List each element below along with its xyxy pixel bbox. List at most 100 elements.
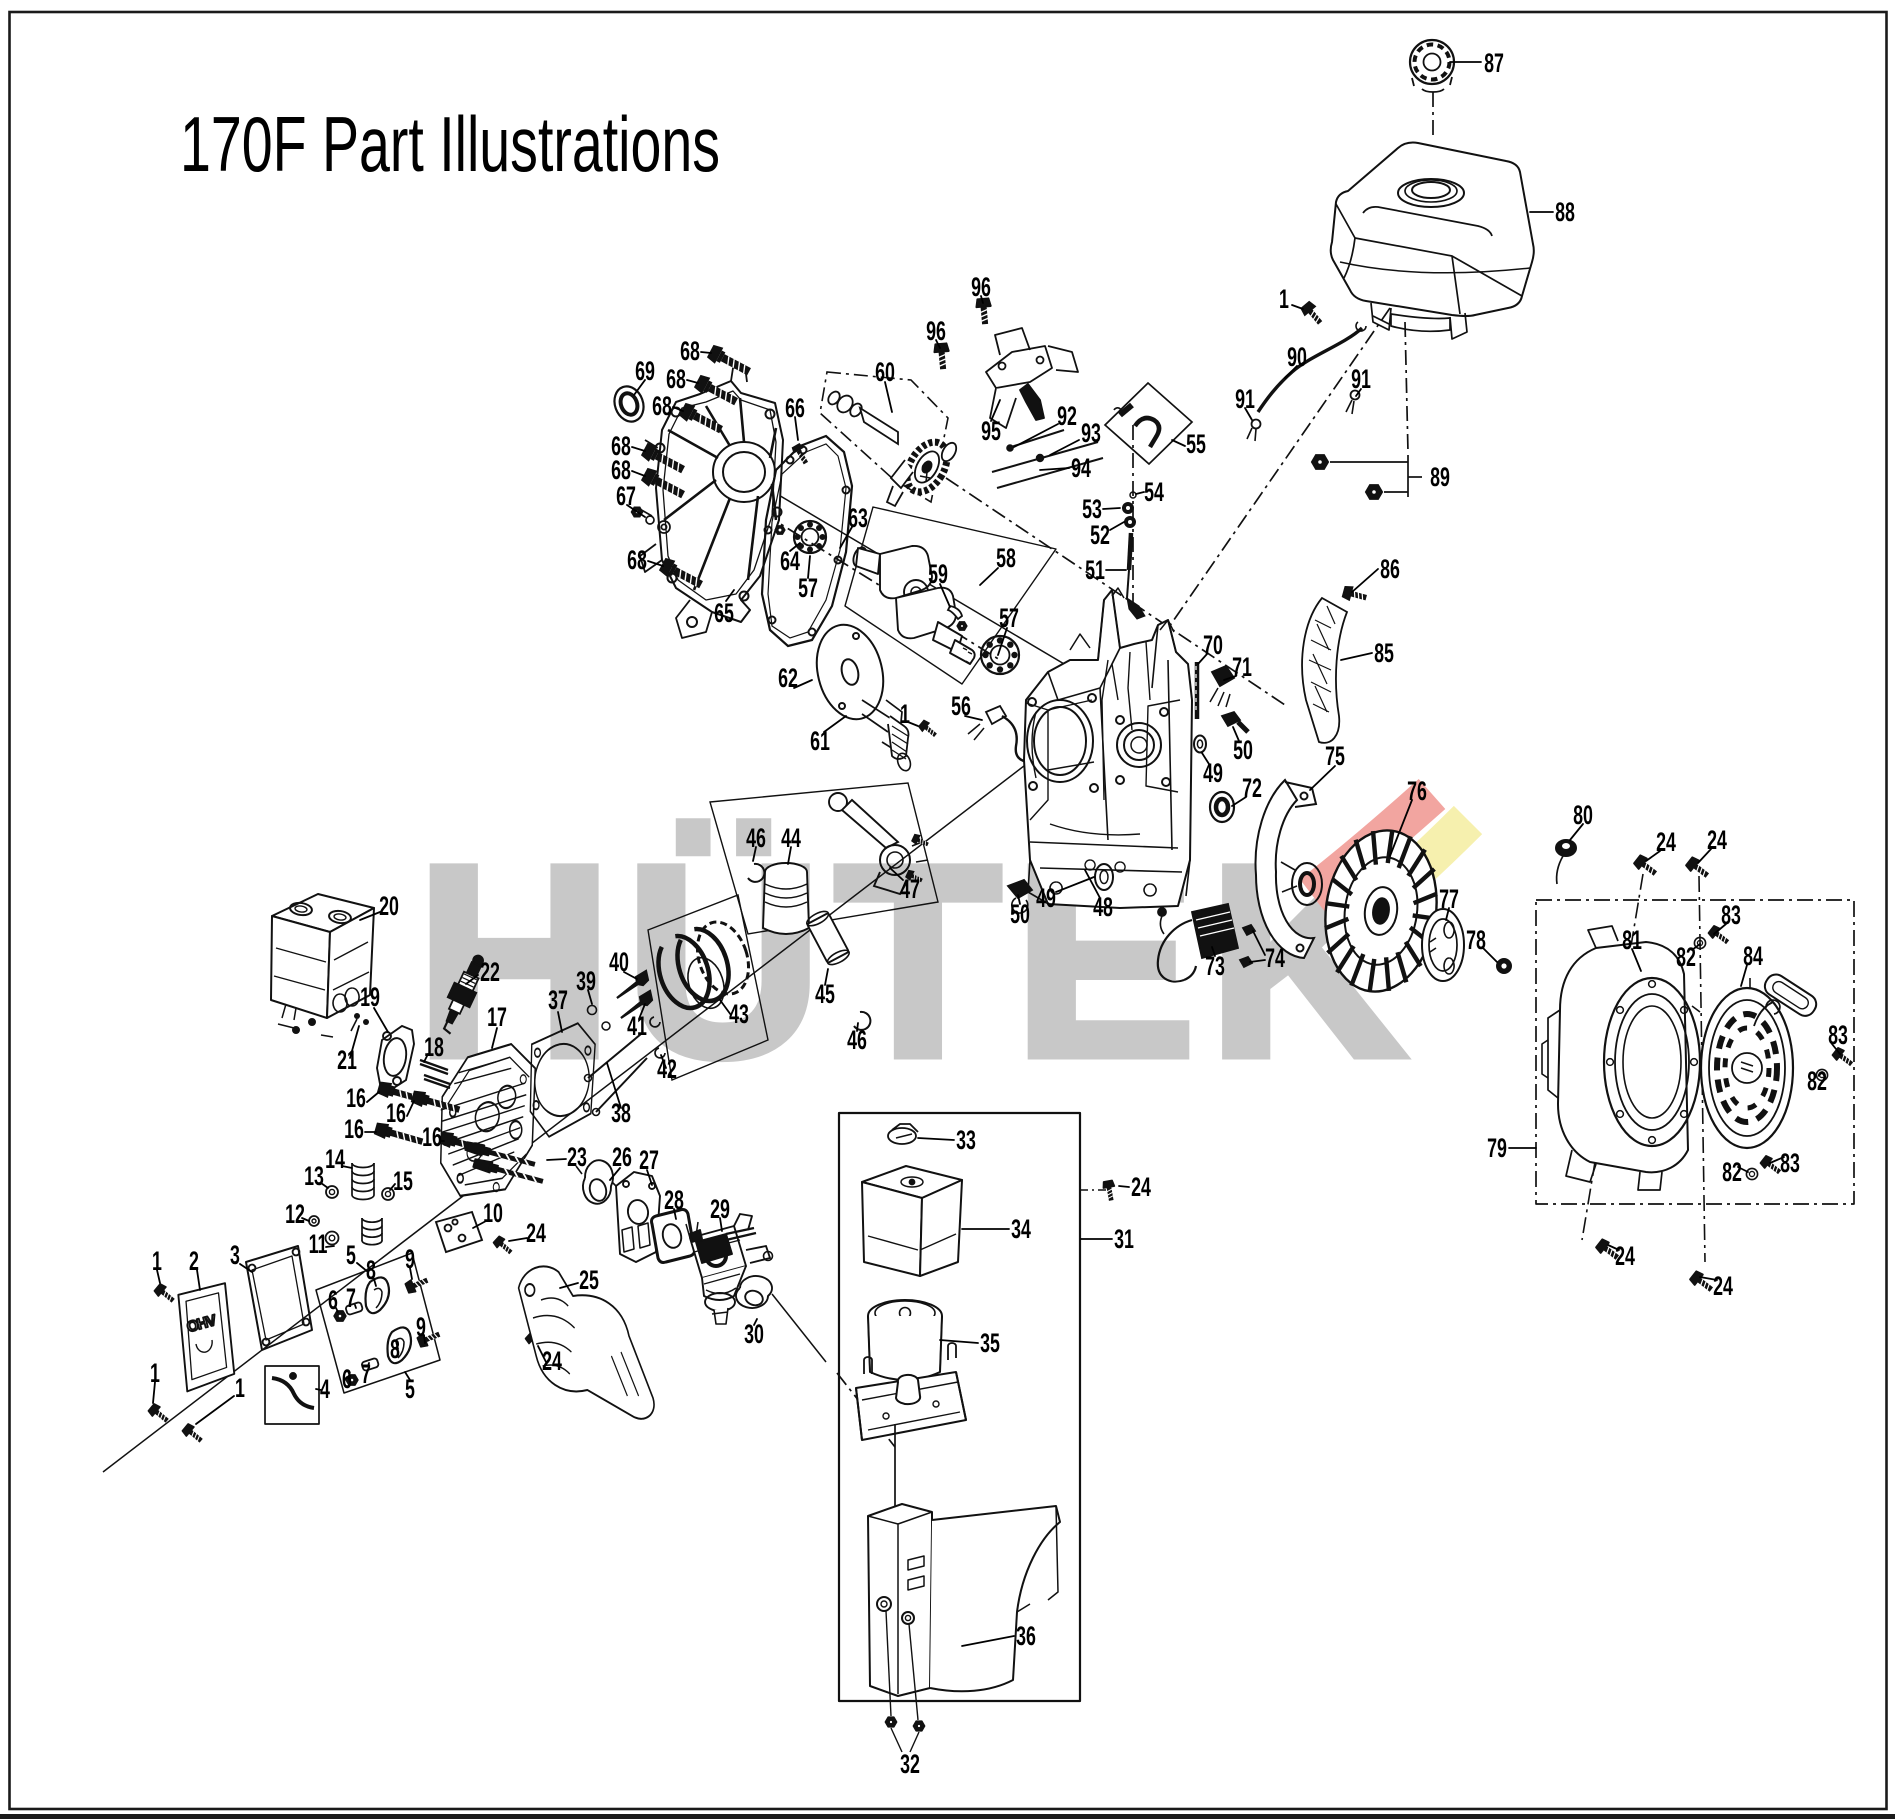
- svg-text:87: 87: [1484, 47, 1504, 78]
- svg-text:19: 19: [360, 981, 380, 1012]
- svg-text:88: 88: [1555, 196, 1575, 227]
- svg-text:50: 50: [1010, 898, 1030, 929]
- svg-text:75: 75: [1325, 740, 1345, 771]
- svg-text:26: 26: [612, 1141, 632, 1172]
- svg-text:28: 28: [664, 1184, 684, 1215]
- svg-text:1: 1: [152, 1245, 162, 1276]
- svg-text:38: 38: [611, 1097, 631, 1128]
- svg-text:49: 49: [1036, 882, 1056, 913]
- svg-text:60: 60: [875, 356, 895, 387]
- svg-text:9: 9: [416, 1311, 426, 1342]
- svg-text:55: 55: [1186, 428, 1206, 459]
- svg-text:24: 24: [542, 1345, 562, 1376]
- svg-text:33: 33: [956, 1124, 976, 1155]
- svg-text:24: 24: [1615, 1240, 1635, 1271]
- svg-text:45: 45: [815, 978, 835, 1009]
- svg-text:40: 40: [609, 946, 629, 977]
- svg-text:91: 91: [1351, 363, 1371, 394]
- svg-text:78: 78: [1466, 924, 1486, 955]
- svg-text:79: 79: [1487, 1132, 1507, 1163]
- svg-text:10: 10: [483, 1197, 503, 1228]
- svg-text:17: 17: [487, 1001, 507, 1032]
- svg-text:24: 24: [1131, 1171, 1151, 1202]
- svg-text:56: 56: [951, 690, 971, 721]
- svg-text:58: 58: [996, 542, 1016, 573]
- svg-text:1: 1: [1279, 283, 1289, 314]
- svg-text:70: 70: [1203, 629, 1223, 660]
- svg-text:53: 53: [1082, 493, 1102, 524]
- svg-text:1: 1: [235, 1372, 245, 1403]
- svg-text:34: 34: [1011, 1213, 1031, 1244]
- svg-text:59: 59: [928, 558, 948, 589]
- svg-text:64: 64: [780, 545, 800, 576]
- svg-text:15: 15: [393, 1165, 413, 1196]
- svg-text:67: 67: [616, 480, 636, 511]
- svg-text:96: 96: [926, 315, 946, 346]
- svg-text:14: 14: [325, 1143, 345, 1174]
- svg-text:5: 5: [346, 1239, 356, 1270]
- svg-text:46: 46: [746, 822, 766, 853]
- svg-text:90: 90: [1287, 341, 1307, 372]
- svg-text:7: 7: [346, 1282, 356, 1313]
- svg-text:37: 37: [548, 984, 568, 1015]
- svg-text:71: 71: [1232, 651, 1252, 682]
- svg-text:81: 81: [1622, 924, 1642, 955]
- svg-text:83: 83: [1780, 1147, 1800, 1178]
- svg-text:16: 16: [344, 1113, 364, 1144]
- svg-text:49: 49: [1203, 757, 1223, 788]
- svg-text:30: 30: [744, 1318, 764, 1349]
- svg-text:9: 9: [405, 1243, 415, 1274]
- svg-text:82: 82: [1722, 1156, 1742, 1187]
- svg-text:29: 29: [710, 1193, 730, 1224]
- svg-text:89: 89: [1430, 461, 1450, 492]
- svg-text:83: 83: [1828, 1019, 1848, 1050]
- svg-text:7: 7: [361, 1358, 371, 1389]
- svg-text:77: 77: [1439, 883, 1459, 914]
- svg-text:91: 91: [1235, 383, 1255, 414]
- svg-text:2: 2: [189, 1245, 199, 1276]
- svg-text:46: 46: [847, 1024, 867, 1055]
- svg-text:1: 1: [150, 1357, 160, 1388]
- svg-text:92: 92: [1057, 400, 1077, 431]
- svg-text:68: 68: [627, 544, 647, 575]
- svg-text:54: 54: [1144, 476, 1164, 507]
- svg-text:62: 62: [778, 662, 798, 693]
- svg-text:74: 74: [1265, 942, 1285, 973]
- svg-text:20: 20: [379, 890, 399, 921]
- svg-text:84: 84: [1743, 940, 1763, 971]
- svg-text:50: 50: [1233, 734, 1253, 765]
- svg-text:4: 4: [320, 1373, 330, 1404]
- svg-text:39: 39: [576, 965, 596, 996]
- svg-text:82: 82: [1676, 941, 1696, 972]
- svg-text:24: 24: [526, 1217, 546, 1248]
- svg-text:22: 22: [480, 956, 500, 987]
- svg-text:57: 57: [999, 602, 1019, 633]
- svg-text:170F Part Illustrations: 170F Part Illustrations: [180, 100, 720, 188]
- svg-text:16: 16: [346, 1082, 366, 1113]
- svg-text:8: 8: [390, 1333, 400, 1364]
- svg-text:96: 96: [971, 271, 991, 302]
- svg-text:69: 69: [635, 355, 655, 386]
- svg-text:68: 68: [666, 363, 686, 394]
- svg-text:72: 72: [1242, 772, 1262, 803]
- svg-text:73: 73: [1205, 950, 1225, 981]
- svg-text:23: 23: [567, 1141, 587, 1172]
- svg-text:18: 18: [424, 1031, 444, 1062]
- svg-text:24: 24: [1713, 1270, 1733, 1301]
- svg-text:35: 35: [980, 1327, 1000, 1358]
- svg-text:41: 41: [627, 1010, 647, 1041]
- svg-text:48: 48: [1093, 891, 1113, 922]
- svg-text:47: 47: [900, 873, 920, 904]
- svg-text:93: 93: [1081, 417, 1101, 448]
- svg-text:63: 63: [848, 502, 868, 533]
- svg-text:57: 57: [798, 572, 818, 603]
- svg-text:85: 85: [1374, 637, 1394, 668]
- svg-text:12: 12: [285, 1198, 305, 1229]
- svg-text:68: 68: [680, 335, 700, 366]
- svg-text:94: 94: [1071, 452, 1091, 483]
- svg-text:44: 44: [781, 822, 801, 853]
- svg-text:8: 8: [366, 1254, 376, 1285]
- svg-text:42: 42: [657, 1053, 677, 1084]
- svg-text:68: 68: [611, 430, 631, 461]
- svg-text:16: 16: [422, 1121, 442, 1152]
